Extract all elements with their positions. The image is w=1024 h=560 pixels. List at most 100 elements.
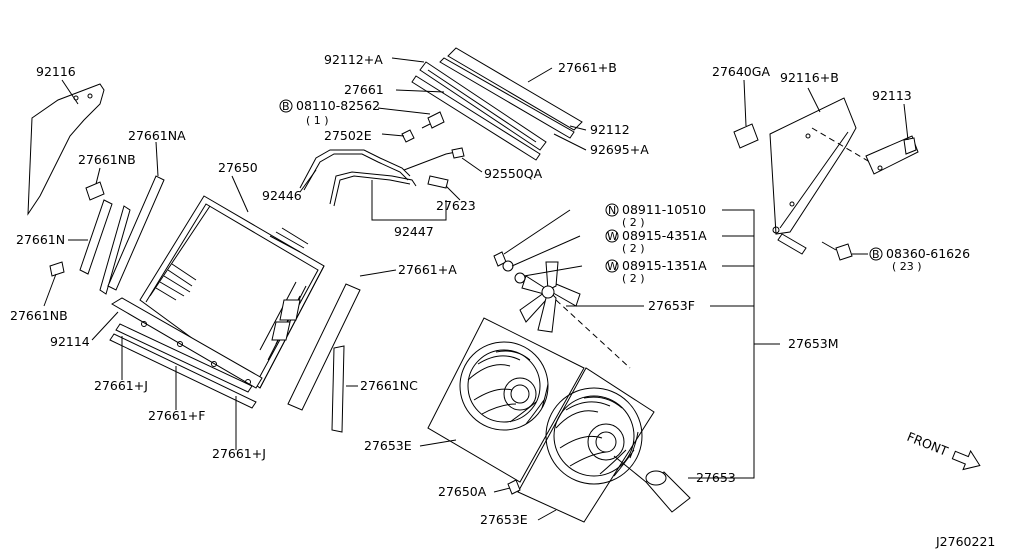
pipe-92447: [329, 171, 417, 205]
label-27653: 27653: [696, 470, 736, 485]
leader-92550QA: [461, 157, 483, 173]
axis-dashed: [555, 299, 631, 369]
leader-92113: [903, 103, 909, 141]
label-27650: 27650: [218, 160, 258, 175]
nut-27650A: [507, 479, 521, 495]
leader-27650A: [493, 487, 511, 493]
label-27661J-a: 27661+J: [94, 378, 148, 393]
seal-27661NB-bottom: [49, 261, 65, 277]
front-arrow-icon: [951, 449, 981, 471]
label-92112: 92112: [590, 122, 630, 137]
prefix-B-08360: B: [872, 248, 880, 261]
leader-08915-1351A: [523, 265, 583, 277]
label-08110-qty: ( 1 ): [306, 114, 329, 127]
leader-27661NB-top: [95, 167, 101, 185]
circle-prefix-B-08360: [869, 247, 883, 261]
leader-92116: [61, 79, 79, 105]
label-92446: 92446: [262, 188, 302, 203]
label-08360-qty: ( 23 ): [892, 260, 922, 273]
leader-92116B: [807, 87, 821, 113]
label-27653M: 27653M: [788, 336, 839, 351]
bracket-92113: [865, 135, 919, 175]
label-27650A: 27650A: [438, 484, 487, 499]
label-27502E: 27502E: [324, 128, 372, 143]
circle-prefix-B-08110: [279, 99, 293, 113]
leader-27661NA: [155, 141, 159, 177]
label-08911-qty: ( 2 ): [622, 216, 645, 229]
label-92695A: 92695+A: [590, 142, 649, 157]
fitting-92550QA: [451, 147, 465, 159]
leader-08915-4351A: [511, 235, 581, 267]
label-27653E-b: 27653E: [480, 512, 528, 527]
seal-27661NB-top: [85, 181, 105, 201]
seal-27661A: [287, 283, 361, 411]
pipe-92446: [299, 149, 411, 189]
sensor-27623: [427, 175, 449, 189]
label-08915-1351A: 08915-1351A: [622, 258, 707, 273]
leader-92112A: [391, 57, 425, 63]
label-08915-4351A-qty: ( 2 ): [622, 242, 645, 255]
prefix-B-08110: B: [282, 100, 290, 113]
seal-27661N: [79, 199, 113, 275]
seal-27661NA: [107, 175, 165, 291]
label-92113: 92113: [872, 88, 912, 103]
label-08911: 08911-10510: [622, 202, 706, 217]
leader-27653E-b: [537, 509, 557, 521]
seal-27661NC: [331, 345, 345, 433]
front-label: FRONT: [905, 429, 951, 459]
label-27661: 27661: [344, 82, 384, 97]
seal-27661N-2: [99, 205, 131, 295]
leader-27661NB-bottom: [43, 273, 57, 307]
bolt-08110: [421, 111, 445, 129]
label-27653F: 27653F: [648, 298, 695, 313]
label-27661N: 27661N: [16, 232, 65, 247]
diagram-code: J2760221: [935, 534, 995, 549]
label-92550QA: 92550QA: [484, 166, 543, 181]
label-92116B: 92116+B: [780, 70, 839, 85]
circle-prefix-W-4351A: [605, 229, 619, 243]
label-27661NB-top: 27661NB: [78, 152, 136, 167]
leader-27661A: [359, 269, 397, 277]
prefix-N: N: [608, 204, 616, 217]
label-27623: 27623: [436, 198, 476, 213]
label-08110: 08110-82562: [296, 98, 380, 113]
bracket-92447: [371, 180, 447, 221]
fan-blade-27653F: [519, 261, 581, 333]
leader-27661: [395, 89, 445, 93]
circle-prefix-N: [605, 203, 619, 217]
leader-92695A: [553, 133, 587, 151]
seal-27661J-a: [115, 323, 253, 393]
clip-27502E: [401, 129, 415, 143]
leader-08911: [503, 209, 571, 255]
fan-shroud-27653E-b: [517, 367, 655, 523]
upper-seals: [411, 47, 583, 161]
block-27640GA: [733, 123, 759, 149]
leader-27661B: [527, 67, 553, 83]
washer-08915-1351A: [514, 272, 526, 284]
label-08915-4351A: 08915-4351A: [622, 228, 707, 243]
label-27661A: 27661+A: [398, 262, 457, 277]
leader-92112: [569, 125, 587, 131]
label-92112A: 92112+A: [324, 52, 383, 67]
fan-shroud-27653E-a: [427, 317, 585, 483]
washer-08915-4351A: [502, 260, 514, 272]
label-27661F: 27661+F: [148, 408, 205, 423]
label-27653E-a: 27653E: [364, 438, 412, 453]
front-indicator: FRONT: [905, 429, 981, 471]
leader-27502E: [381, 133, 405, 137]
bolt-08360: [821, 241, 853, 261]
label-27640GA: 27640GA: [712, 64, 770, 79]
leader-27653E-a: [419, 439, 457, 447]
label-92116: 92116: [36, 64, 76, 79]
label-27661J-b: 27661+J: [212, 446, 266, 461]
label-08915-1351A-qty: ( 2 ): [622, 272, 645, 285]
label-92114: 92114: [50, 334, 90, 349]
circle-prefix-W-1351A: [605, 259, 619, 273]
label-27661B: 27661+B: [558, 60, 617, 75]
label-27661NA: 27661NA: [128, 128, 186, 143]
label-92447: 92447: [394, 224, 434, 239]
prefix-W-4351A: W: [607, 230, 618, 243]
label-27661NC: 27661NC: [360, 378, 418, 393]
